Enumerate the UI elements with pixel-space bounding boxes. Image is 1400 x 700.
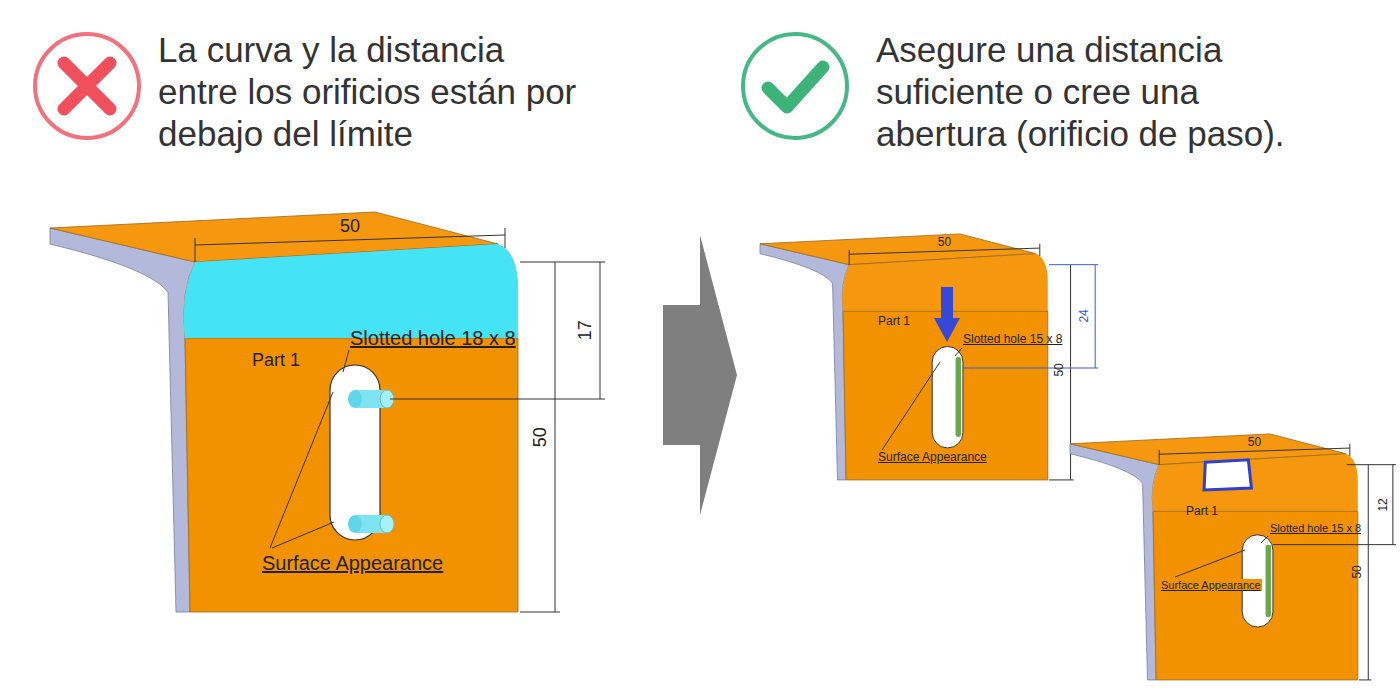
wrong-icon xyxy=(35,34,139,138)
part-name: Part 1 xyxy=(252,350,300,371)
hole-callout: Slotted hole 18 x 8 xyxy=(350,327,516,350)
dimension: 50 xyxy=(1248,436,1261,450)
hole-callout: Slotted hole 15 x 8 xyxy=(1270,522,1361,535)
dimension: 50 xyxy=(1053,363,1067,376)
leader-lines xyxy=(270,348,1268,577)
advice-heading: Asegure una distancia suficiente o cree … xyxy=(876,29,1316,155)
push-arrow xyxy=(934,287,960,342)
pin xyxy=(348,390,394,533)
dimension: 24 xyxy=(1078,309,1092,322)
dimension: 17 xyxy=(575,320,596,340)
surface-callout: Surface Appearance xyxy=(878,451,987,465)
bracket-distance xyxy=(760,234,1098,480)
pass-opening xyxy=(1204,460,1251,490)
surface-callout: Surface Appearance xyxy=(262,552,443,575)
part-name: Part 1 xyxy=(1186,505,1218,519)
transition-arrow xyxy=(663,235,737,515)
dimension-lines xyxy=(195,228,605,612)
dimension: 12 xyxy=(1377,498,1391,511)
dimension: 50 xyxy=(530,427,551,447)
dimension: 50 xyxy=(1351,565,1365,578)
part-name: Part 1 xyxy=(878,315,910,329)
bracket-opening xyxy=(1070,434,1396,680)
warning-heading: La curva y la distancia entre los orific… xyxy=(158,29,588,155)
dimension: 50 xyxy=(938,236,951,250)
bracket-wrong xyxy=(50,212,605,612)
correct-icon xyxy=(743,34,847,138)
hole-callout: Slotted hole 15 x 8 xyxy=(963,333,1062,347)
surface-callout: Surface Appearance xyxy=(1160,579,1262,592)
dimension: 50 xyxy=(340,216,360,237)
